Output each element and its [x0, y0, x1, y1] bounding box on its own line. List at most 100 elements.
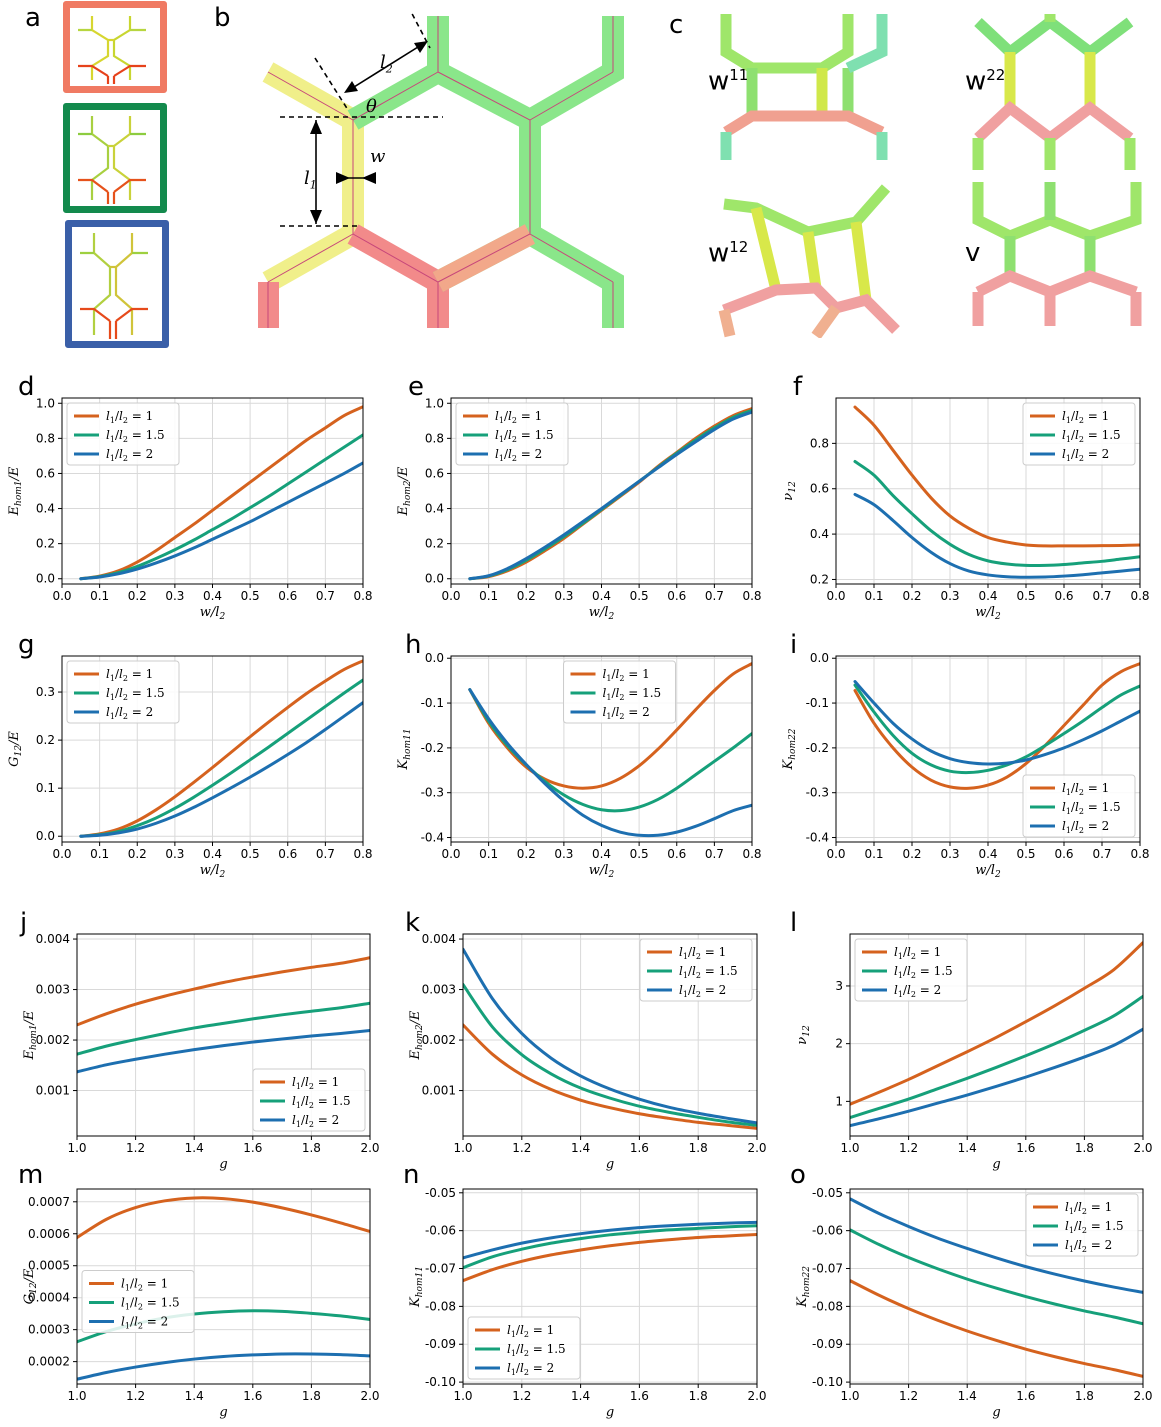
- legend-sub: 2: [309, 1082, 314, 1091]
- x-axis-label-sub: 2: [218, 870, 225, 880]
- legend-eq: = 1.5: [1084, 428, 1121, 442]
- series-line-1: [468, 662, 752, 790]
- tick-label-x: 0.8: [742, 589, 761, 603]
- tick-label-x: 1.0: [67, 1389, 86, 1403]
- legend-label-3: l1/l2 = 2: [106, 447, 153, 463]
- y-axis-label-base: E: [7, 505, 22, 516]
- legend-l: l: [603, 686, 607, 700]
- y-axis-label: Khom11: [408, 1266, 425, 1308]
- tick-label-x: 0.6: [278, 589, 297, 603]
- legend-slash: /: [115, 409, 120, 423]
- series-line-1: [850, 1279, 1143, 1378]
- legend-sub: 2: [619, 712, 624, 721]
- legend-eq: = 1.5: [1087, 1219, 1124, 1233]
- legend-l: l: [121, 1296, 125, 1310]
- legend-l: l: [615, 686, 619, 700]
- legend-l: l: [106, 705, 110, 719]
- legend-l: l: [1062, 819, 1066, 833]
- plot-frame: [462, 933, 758, 1137]
- legend-l: l: [894, 945, 898, 959]
- panel-label-l: l: [790, 908, 798, 938]
- legend-label-3: l1/l2 = 2: [121, 1315, 168, 1331]
- legend-l: l: [907, 964, 911, 978]
- tick-label-y: 0.002: [422, 1033, 456, 1047]
- y-axis-label-base: G: [22, 1294, 37, 1304]
- legend-sub: 2: [696, 952, 701, 961]
- legend-eq: = 1: [1084, 781, 1109, 795]
- legend-eq: = 1: [916, 945, 941, 959]
- legend-box: [563, 660, 676, 724]
- plot-frame: [462, 1188, 758, 1385]
- legend-eq: = 1.5: [517, 428, 554, 442]
- tick-label-y: 0.4: [425, 502, 444, 516]
- legend-sub: 2: [619, 693, 624, 702]
- y-axis-label-suffix: /E: [396, 466, 411, 482]
- legend-slash: /: [903, 983, 908, 997]
- tick-label-x: 0.5: [630, 847, 649, 861]
- legend-slash: /: [516, 1361, 521, 1375]
- legend-sub: 1: [1066, 826, 1071, 835]
- legend-label-1: l1/l2 = 1: [603, 667, 650, 683]
- legend-slash: /: [115, 428, 120, 442]
- legend-eq: = 2: [1087, 1238, 1112, 1252]
- tick-label-x: 0.0: [441, 847, 460, 861]
- tick-label-x: 0.1: [864, 847, 883, 861]
- x-axis-label: g: [992, 1405, 1000, 1420]
- plot-frame: [450, 397, 753, 585]
- legend-l: l: [1062, 428, 1066, 442]
- y-axis-label: Ehom1/E: [22, 1010, 39, 1060]
- legend-l: l: [134, 1277, 138, 1291]
- tick-label-x: 0.8: [353, 847, 372, 861]
- legend: l1/l2 = 1l1/l2 = 1.5l1/l2 = 2: [1022, 402, 1136, 466]
- tick-label-x: 0.5: [241, 847, 260, 861]
- legend-label-2: l1/l2 = 1.5: [507, 1342, 566, 1358]
- tick-label-x: 2.0: [747, 1389, 766, 1403]
- panel-label-a: a: [25, 3, 41, 33]
- x-axis-label: g: [606, 1157, 614, 1172]
- tick-label-x: 0.2: [128, 847, 147, 861]
- legend-sub: 2: [1079, 788, 1084, 797]
- y-axis-label-suffix: /E: [22, 1010, 37, 1026]
- legend-label-2: l1/l2 = 1.5: [106, 428, 165, 444]
- legend-sub: 1: [683, 990, 688, 999]
- thumbnail-blue-frame: [65, 220, 169, 348]
- legend-eq: = 1: [529, 1323, 554, 1337]
- legend-slash: /: [1074, 1219, 1079, 1233]
- tick-label-y: -0.1: [806, 696, 829, 710]
- legend-l: l: [1075, 800, 1079, 814]
- y-axis-label-base: K: [408, 1296, 423, 1308]
- legend-sub: 2: [911, 952, 916, 961]
- tick-label-x: 0.5: [1016, 589, 1035, 603]
- honeycomb-thumbnail-icon: [80, 233, 148, 339]
- tick-label-x: 0.7: [705, 847, 724, 861]
- x-axis-label-sub: 2: [994, 870, 1001, 880]
- legend-box: [467, 1316, 581, 1380]
- tick-label-x: 1.4: [958, 1141, 977, 1155]
- tick-label-x: 0.3: [940, 847, 959, 861]
- legend-l: l: [692, 945, 696, 959]
- mode-w22-diagram: [970, 12, 1145, 172]
- legend-sub: 1: [898, 952, 903, 961]
- tick-label-x: 0.0: [441, 589, 460, 603]
- legend-slash: /: [130, 1277, 135, 1291]
- legend-eq: = 1.5: [1084, 800, 1121, 814]
- legend-eq: = 2: [143, 1315, 168, 1329]
- tick-label-y: 0.0: [425, 651, 444, 665]
- tick-label-x: 0.6: [667, 847, 686, 861]
- legend-l: l: [119, 667, 123, 681]
- series-line-1: [463, 1023, 757, 1130]
- legend-l: l: [121, 1277, 125, 1291]
- legend-slash: /: [1071, 428, 1076, 442]
- tick-label-x: 1.6: [630, 1141, 649, 1155]
- legend-sub: 1: [511, 1330, 516, 1339]
- tick-label-x: 0.2: [517, 847, 536, 861]
- legend-sub: 2: [512, 435, 517, 444]
- legend-sub: 2: [1082, 1207, 1087, 1216]
- legend-l: l: [520, 1323, 524, 1337]
- tick-label-x: 0.8: [1130, 589, 1149, 603]
- legend-sub: 2: [123, 454, 128, 463]
